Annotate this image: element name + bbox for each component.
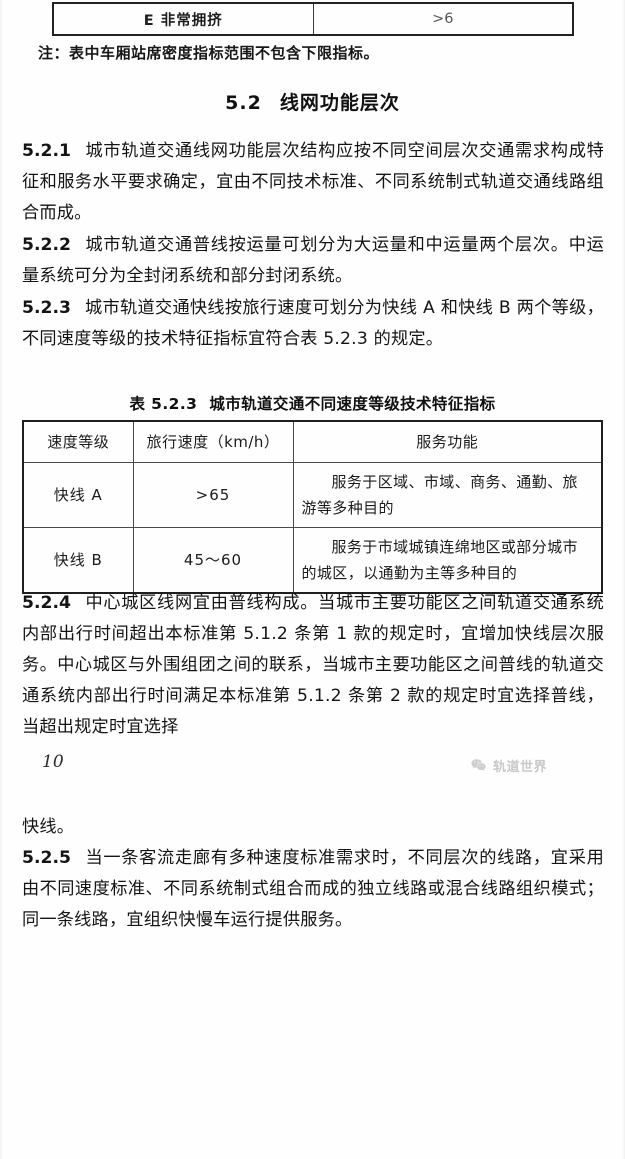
clause-number: 5.2.3	[22, 298, 71, 318]
page-edge-shadow-left	[0, 0, 3, 1159]
clause-number: 5.2.2	[22, 235, 71, 255]
table-header-row: 速度等级 旅行速度（km/h） 服务功能	[22, 420, 603, 463]
clause-text: 城市轨道交通线网功能层次结构应按不同空间层次交通需求构成特征和服务水平要求确定，…	[22, 141, 604, 223]
cell-function-express-b: 服务于市域城镇连绵地区或部分城市的城区，以通勤为主等多种目的	[292, 527, 603, 594]
clause-5-2-4-continued: 快线。	[22, 817, 75, 837]
section-title: 线网功能层次	[279, 92, 400, 114]
page-number: 10	[42, 752, 64, 772]
speed-grade-table: 速度等级 旅行速度（km/h） 服务功能 快线 A >65 服务于区域、市域、商…	[22, 420, 603, 594]
section-number: 5.2	[225, 92, 262, 114]
crowding-level-table: E 非常拥挤 >6	[52, 2, 574, 36]
clause-text: 中心城区线网宜由普线构成。当城市主要功能区之间轨道交通系统内部出行时间超出本标准…	[22, 593, 604, 737]
table-row: E 非常拥挤 >6	[52, 2, 574, 36]
table-row: 快线 B 45～60 服务于市域城镇连绵地区或部分城市的城区，以通勤为主等多种目…	[22, 527, 603, 594]
table-523-caption: 表 5.2.3 城市轨道交通不同速度等级技术特征指标	[0, 392, 625, 414]
watermark: 轨道世界	[470, 756, 547, 775]
section-heading: 5.2 线网功能层次	[0, 88, 625, 115]
table-row: 快线 A >65 服务于区域、市域、商务、通勤、旅游等多种目的	[22, 462, 603, 528]
crowding-level-value: >6	[312, 2, 574, 36]
clause-number: 5.2.1	[22, 141, 71, 161]
continued-table-fragment: E 非常拥挤 >6	[52, 2, 574, 36]
cell-speed-express-a: >65	[132, 462, 294, 528]
header-service-function: 服务功能	[292, 420, 603, 463]
table-caption-title: 城市轨道交通不同速度等级技术特征指标	[209, 395, 496, 413]
cell-speed-express-b: 45～60	[132, 527, 294, 594]
table-523: 速度等级 旅行速度（km/h） 服务功能 快线 A >65 服务于区域、市域、商…	[22, 420, 603, 594]
table-caption-number: 表 5.2.3	[129, 395, 198, 413]
header-speed-grade: 速度等级	[22, 420, 134, 463]
clause-text: 当一条客流走廊有多种速度标准需求时，不同层次的线路，宜采用由不同速度标准、不同系…	[22, 848, 604, 930]
cell-grade-express-b: 快线 B	[22, 527, 134, 594]
cell-function-express-a: 服务于区域、市域、商务、通勤、旅游等多种目的	[292, 462, 603, 528]
header-travel-speed: 旅行速度（km/h）	[132, 420, 294, 463]
clause-text: 城市轨道交通快线按旅行速度可划分为快线 A 和快线 B 两个等级，不同速度等级的…	[22, 298, 604, 349]
clause-text: 城市轨道交通普线按运量可划分为大运量和中运量两个层次。中运量系统可分为全封闭系统…	[22, 235, 604, 286]
wechat-icon	[470, 757, 487, 774]
cell-grade-express-a: 快线 A	[22, 462, 134, 528]
table-note: 注：表中车厢站席密度指标范围不包含下限指标。	[38, 44, 380, 62]
watermark-text: 轨道世界	[493, 760, 548, 775]
clause-number: 5.2.5	[22, 848, 71, 868]
crowding-level-label: E 非常拥挤	[52, 2, 314, 36]
clause-number: 5.2.4	[22, 593, 71, 613]
